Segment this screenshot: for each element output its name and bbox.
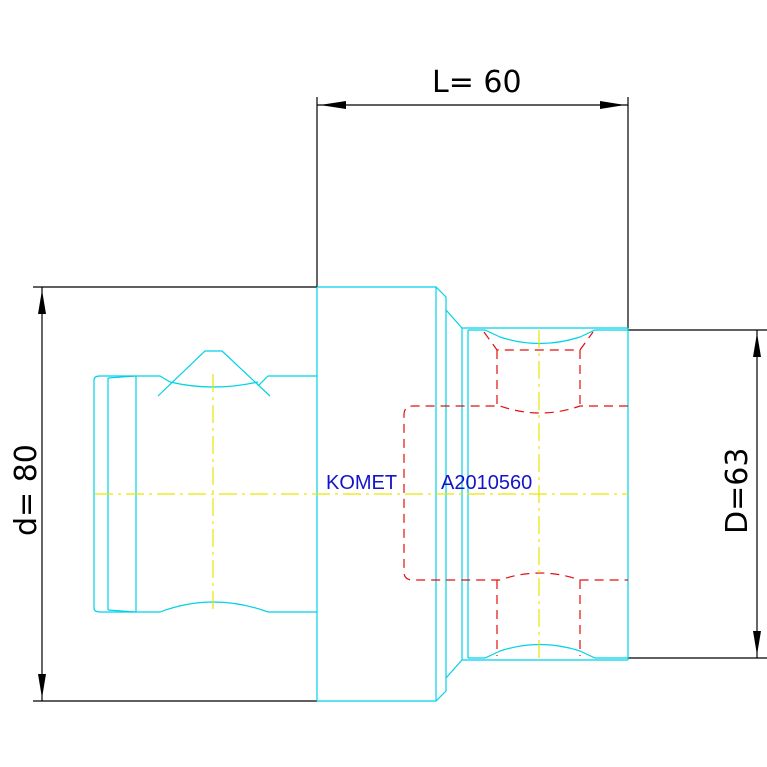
part-number-label: A2010560	[441, 472, 532, 494]
dimension-lines	[33, 97, 767, 702]
outer-diameter-arrow-top	[38, 290, 46, 314]
brand-label: KOMET	[326, 472, 397, 494]
length-label: L= 60	[432, 65, 522, 100]
outer-diameter-label: d= 80	[9, 444, 44, 536]
centerlines	[95, 330, 628, 658]
length-arrow-left	[320, 101, 346, 109]
inner-diameter-arrow-top	[753, 333, 761, 357]
inner-diameter-arrow-bottom	[753, 631, 761, 655]
hidden-lines	[403, 331, 628, 656]
outer-diameter-arrow-bottom	[38, 674, 46, 698]
length-arrow-right	[600, 101, 625, 109]
inner-diameter-label: D=63	[720, 448, 755, 534]
